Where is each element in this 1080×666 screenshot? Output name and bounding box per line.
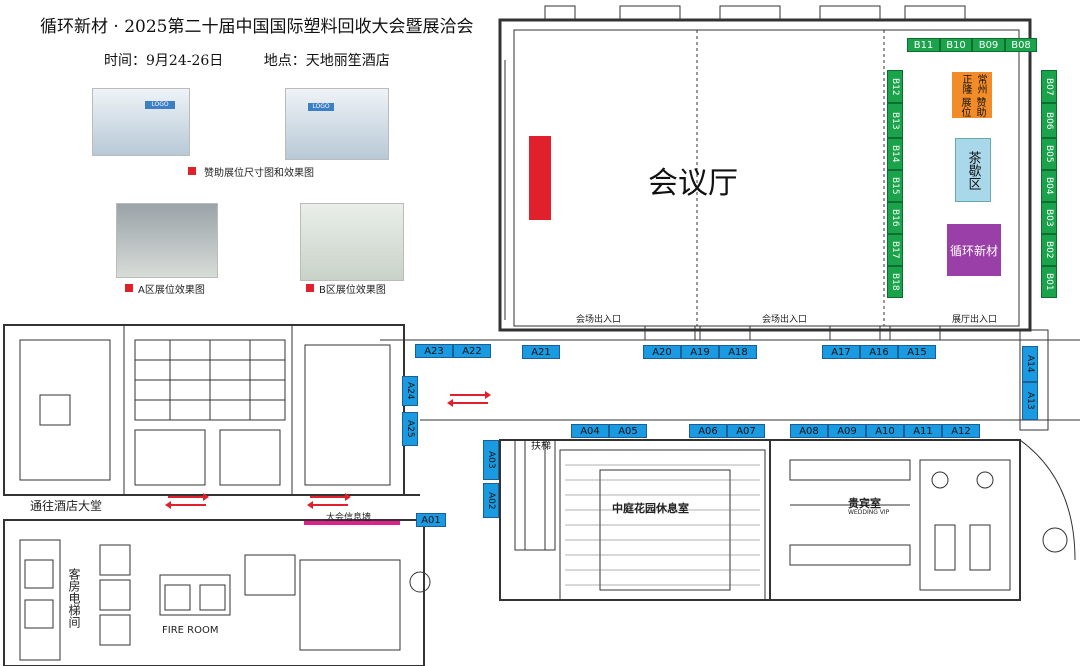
booth-b17[interactable]: B17: [887, 234, 903, 266]
lobby-arrow-right-2: [310, 493, 351, 501]
sponsor-booth-zone: 常州正隆 赞助展位: [952, 72, 992, 118]
booth-b13[interactable]: B13: [887, 103, 903, 138]
vip-room-label: 贵宾室: [848, 497, 881, 510]
booth-a21[interactable]: A21: [522, 345, 560, 359]
lobby-arrow-left: [165, 501, 206, 509]
booth-a22[interactable]: A22: [453, 344, 491, 358]
logo-text: LOGO: [145, 101, 175, 109]
guest-elevator-label: 客房电梯间: [67, 568, 81, 628]
booth-b16[interactable]: B16: [887, 202, 903, 234]
booth-b07[interactable]: B07: [1041, 70, 1057, 103]
booth-b04[interactable]: B04: [1041, 170, 1057, 202]
legend-sponsor: 赞助展位尺寸图和效果图: [204, 168, 314, 179]
booth-b18[interactable]: B18: [887, 266, 903, 298]
lobby-arrow-left-2: [307, 501, 348, 509]
flow-arrow-right: [450, 391, 491, 399]
booth-a19[interactable]: A19: [681, 345, 719, 359]
legend-marker-sponsor: [188, 167, 196, 175]
conference-hall-label: 会议厅: [648, 166, 738, 201]
booth-a24[interactable]: A24: [402, 376, 418, 406]
exit-label-1: 会场出入口: [576, 315, 622, 325]
tea-break-zone: 茶歇区: [955, 138, 991, 202]
booth-b12[interactable]: B12: [887, 70, 903, 103]
booth-a01[interactable]: A01: [416, 513, 446, 527]
legend-marker-a: [125, 284, 133, 292]
booth-a10[interactable]: A10: [866, 424, 904, 438]
booth-a03[interactable]: A03: [483, 440, 499, 480]
booth-a20[interactable]: A20: [643, 345, 681, 359]
changzhou-label: 常州正隆: [960, 73, 986, 94]
booth-b08[interactable]: B08: [1005, 38, 1037, 52]
info-wall-bar: [304, 521, 400, 525]
exit-label-2: 会场出入口: [762, 315, 808, 325]
booth-a23[interactable]: A23: [415, 344, 453, 358]
booth-a15[interactable]: A15: [898, 345, 936, 359]
zone-b-booth-image: [300, 203, 404, 281]
booth-a04[interactable]: A04: [571, 424, 609, 438]
sponsor-booth-label: 赞助展位: [959, 96, 985, 117]
booth-a14[interactable]: A14: [1022, 346, 1038, 382]
booth-a05[interactable]: A05: [609, 424, 647, 438]
sponsor-booth-size-image: LOGO: [92, 88, 190, 156]
vip-room-en-label: WEDDING VIP: [848, 509, 890, 516]
booth-b11[interactable]: B11: [907, 38, 940, 52]
booth-a09[interactable]: A09: [828, 424, 866, 438]
booth-a06[interactable]: A06: [689, 424, 727, 438]
booth-a07[interactable]: A07: [727, 424, 765, 438]
booth-a17[interactable]: A17: [822, 345, 860, 359]
exit-label-3: 展厅出入口: [952, 315, 998, 325]
event-time: 时间：9月24-26日: [104, 53, 224, 69]
xunhuan-booth: 循环新材: [947, 224, 1001, 276]
booth-a11[interactable]: A11: [904, 424, 942, 438]
booth-b10[interactable]: B10: [940, 38, 972, 52]
legend-marker-b: [306, 284, 314, 292]
booth-a13[interactable]: A13: [1022, 382, 1038, 420]
legend-zone-a: A区展位效果图: [138, 285, 205, 296]
booth-b09[interactable]: B09: [972, 38, 1005, 52]
booth-a12[interactable]: A12: [942, 424, 980, 438]
lobby-arrow-right: [168, 493, 209, 501]
booth-a02[interactable]: A02: [483, 483, 499, 518]
stage: [529, 136, 551, 220]
event-info: 时间：9月24-26日 地点：天地丽笙酒店: [104, 50, 426, 70]
flow-arrow-left: [447, 399, 488, 407]
booth-a08[interactable]: A08: [790, 424, 828, 438]
booth-b03[interactable]: B03: [1041, 202, 1057, 234]
fire-room-label: FIRE ROOM: [162, 625, 219, 636]
booth-b05[interactable]: B05: [1041, 138, 1057, 170]
booth-b06[interactable]: B06: [1041, 103, 1057, 138]
booth-a25[interactable]: A25: [402, 412, 418, 446]
booth-b15[interactable]: B15: [887, 170, 903, 202]
booth-b02[interactable]: B02: [1041, 234, 1057, 266]
page-title: 循环新材 · 2025第二十届中国国际塑料回收大会暨展洽会: [40, 17, 474, 37]
legend-zone-b: B区展位效果图: [319, 285, 386, 296]
booth-a16[interactable]: A16: [860, 345, 898, 359]
booth-b14[interactable]: B14: [887, 138, 903, 170]
info-wall-label: 大会信息墙: [326, 513, 372, 523]
logo-text-2: LOGO: [308, 103, 334, 111]
hotel-lobby-label: 通往酒店大堂: [30, 499, 103, 513]
escalator-label: 扶梯: [531, 441, 551, 452]
courtyard-lounge-label: 中庭花园休息室: [612, 502, 689, 515]
event-venue: 地点：天地丽笙酒店: [263, 53, 390, 69]
booth-b01[interactable]: B01: [1041, 266, 1057, 298]
booth-a18[interactable]: A18: [719, 345, 757, 359]
sponsor-booth-render-image: LOGO: [285, 88, 389, 160]
zone-a-booth-image: [116, 203, 218, 278]
